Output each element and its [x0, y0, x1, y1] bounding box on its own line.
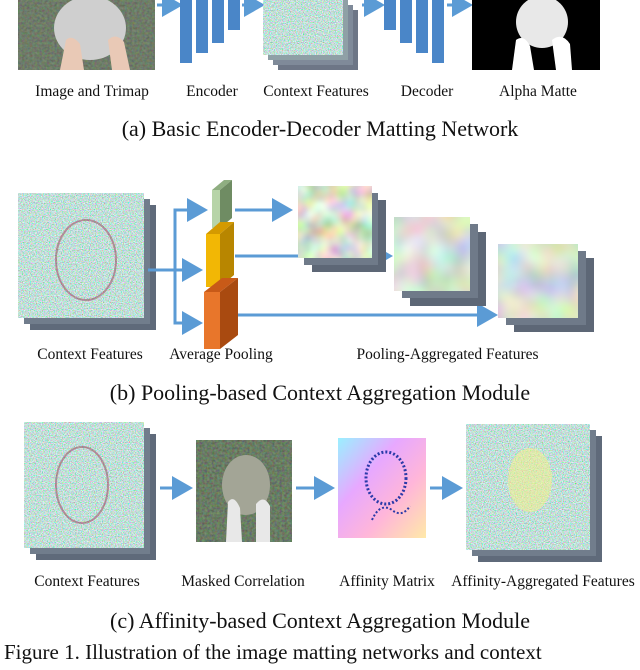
- label-context-features-c: Context Features: [34, 573, 140, 590]
- label-affinity-aggregated: Affinity-Aggregated Features: [451, 573, 635, 590]
- pooled-features-3: [498, 244, 594, 332]
- label-average-pooling: Average Pooling: [169, 346, 273, 363]
- decoder-blocks: [384, 0, 444, 63]
- affinity-aggregated-features: [466, 424, 602, 562]
- label-image-trimap: Image and Trimap: [35, 83, 149, 100]
- label-context-features-b: Context Features: [37, 346, 143, 363]
- section-c: [24, 422, 602, 562]
- label-encoder: Encoder: [186, 83, 238, 100]
- context-features-c: [24, 422, 156, 560]
- label-context-features-a: Context Features: [263, 83, 369, 100]
- label-affinity-matrix: Affinity Matrix: [339, 573, 435, 590]
- caption-c: (c) Affinity-based Context Aggregation M…: [110, 608, 530, 633]
- alpha-matte: [472, 0, 600, 70]
- masked-correlation: [196, 440, 292, 542]
- figure-caption-footer: Figure 1. Illustration of the image matt…: [4, 640, 542, 664]
- pooling-block-green: [212, 180, 232, 228]
- section-a: [18, 0, 600, 70]
- context-features-a: [263, 0, 358, 70]
- pooled-features-2: [394, 217, 486, 306]
- pooling-block-orange: [204, 278, 238, 349]
- label-masked-correlation: Masked Correlation: [181, 573, 305, 590]
- section-b: [18, 180, 594, 349]
- pooled-features-1: [298, 186, 386, 272]
- input-image: [18, 0, 155, 70]
- caption-a: (a) Basic Encoder-Decoder Matting Networ…: [121, 116, 519, 141]
- label-pooling-aggregated: Pooling-Aggregated Features: [356, 346, 539, 363]
- caption-b: (b) Pooling-based Context Aggregation Mo…: [109, 380, 531, 405]
- label-decoder: Decoder: [400, 83, 454, 100]
- context-features-b: [18, 193, 156, 330]
- pooling-block-yellow: [206, 222, 234, 287]
- label-alpha-matte: Alpha Matte: [499, 83, 577, 100]
- encoder-blocks: [180, 0, 240, 63]
- affinity-matrix: [338, 438, 426, 538]
